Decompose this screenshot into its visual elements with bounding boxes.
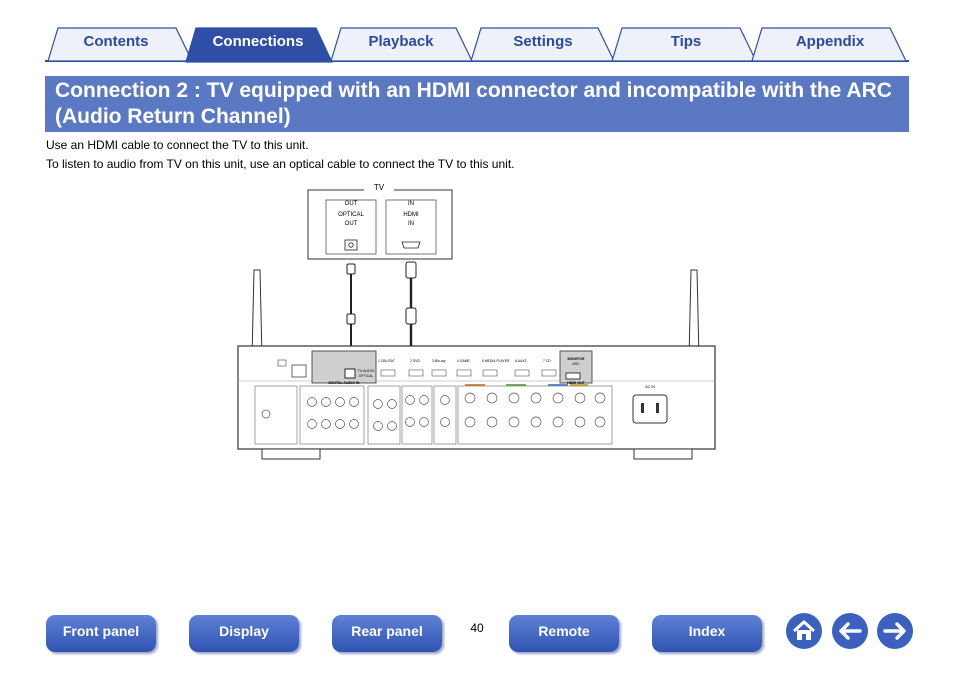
tab-shape-connections [185, 27, 333, 63]
hdmi-plug-bottom [405, 307, 417, 325]
index-button[interactable]: Index [652, 615, 762, 652]
lower-connectors [254, 385, 613, 445]
rear-panel-button[interactable]: Rear panel [332, 615, 442, 652]
tab-shape-tips [611, 27, 757, 62]
optical-plug-bottom [346, 313, 356, 325]
tv-label-bg [364, 183, 394, 195]
ac-inlet [632, 394, 668, 424]
front-panel-button[interactable]: Front panel [46, 615, 156, 652]
page-title-line1: Connection 2 : TV equipped with an HDMI … [55, 79, 892, 102]
hdmi-in-5: 5 MEDIA PLAYER [482, 359, 510, 363]
tv-hdmi-port [401, 241, 421, 249]
page-title-line2: (Audio Return Channel) [55, 105, 291, 128]
ac-in-label: AC IN [645, 385, 655, 389]
tab-tips[interactable]: Tips [670, 33, 702, 50]
tv-optical-port [344, 239, 358, 251]
tv-hdmi-name2: IN [408, 221, 414, 227]
receiver-hdmi-out-port [565, 372, 581, 380]
foot-left [261, 448, 321, 460]
connection-diagram: TV OUT OPTICAL OUT IN HDMI IN [0, 170, 954, 470]
tv-optical-name1: OPTICAL [338, 212, 364, 218]
foot-right [633, 448, 693, 460]
display-button[interactable]: Display [189, 615, 299, 652]
tab-shapes [45, 27, 909, 63]
digital-audio-block [311, 350, 377, 384]
monitor-out-label: MONITOR [568, 357, 585, 361]
arrow-right-icon [877, 613, 913, 649]
optical-plug-top [346, 263, 356, 275]
antenna-right [688, 269, 700, 359]
tab-shape-contents [47, 27, 193, 62]
tab-playback[interactable]: Playback [368, 33, 434, 50]
tv-hdmi-name1: HDMI [403, 212, 419, 218]
back-button[interactable] [831, 612, 869, 650]
receiver-optical-port [344, 368, 356, 379]
forward-button[interactable] [876, 612, 914, 650]
instruction-hdmi: Use an HDMI cable to connect the TV to t… [46, 138, 309, 152]
arrow-left-icon [832, 613, 868, 649]
home-button[interactable] [785, 612, 823, 650]
tab-shape-settings [470, 27, 615, 62]
arc-label: ARC [572, 362, 580, 366]
tab-connections[interactable]: Connections [212, 33, 304, 50]
tv-optical-top: OUT [345, 201, 358, 207]
hdmi-in-3: 3 Blu-ray [432, 359, 446, 363]
instruction-optical: To listen to audio from TV on this unit,… [46, 157, 515, 171]
tab-shape-appendix [751, 27, 907, 62]
tab-shape-playback [330, 27, 473, 62]
tv-hdmi-top: IN [408, 201, 414, 207]
optical-label: OPTICAL [359, 374, 374, 378]
diagram-svg: TV OUT OPTICAL OUT IN HDMI IN [237, 183, 716, 460]
hdmi-input-ports [380, 369, 557, 377]
home-icon [786, 613, 822, 649]
hdmi-in-7: 7 CD [543, 359, 551, 363]
page-number: 40 [470, 621, 484, 635]
antenna-left [251, 269, 263, 359]
hdmi-in-1: 1 CBL/SAT [378, 359, 395, 363]
small-port [277, 359, 287, 367]
ac-pin-left [641, 403, 644, 413]
tv-optical-name2: OUT [345, 221, 358, 227]
speaker-terminals [464, 392, 606, 428]
hdmi-in-2: 2 DVD [410, 359, 421, 363]
hdmi-out-label: HDMI OUT [567, 381, 586, 385]
network-port [291, 364, 307, 378]
ac-pin-right [656, 403, 659, 413]
tab-contents[interactable]: Contents [83, 33, 149, 50]
digital-audio-in-label: DIGITAL AUDIO IN [328, 381, 359, 385]
tv-optical-port-hole [348, 242, 354, 248]
tab-bar: Contents Connections Playback Settings T… [0, 0, 954, 64]
remote-button[interactable]: Remote [509, 615, 619, 652]
hdmi-in-6: 6 AUX2 [515, 359, 527, 363]
tv-audio-label: TV AUDIO [358, 369, 375, 373]
hdmi-plug-top [405, 261, 417, 279]
hdmi-in-4: 4 GAME [457, 359, 471, 363]
tab-appendix[interactable]: Appendix [795, 33, 865, 50]
page-title: Connection 2 : TV equipped with an HDMI … [45, 76, 909, 132]
tv-label: TV [374, 183, 385, 192]
tab-settings[interactable]: Settings [513, 33, 573, 50]
rca-jacks [261, 395, 450, 431]
